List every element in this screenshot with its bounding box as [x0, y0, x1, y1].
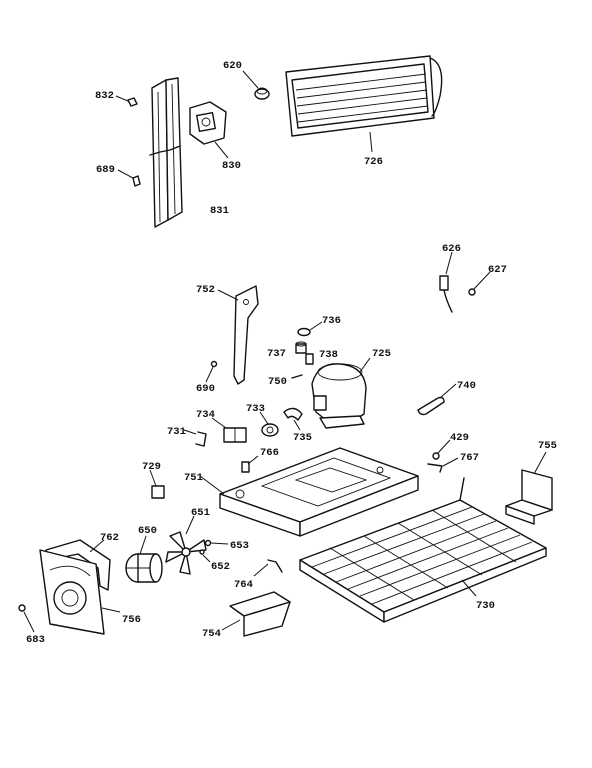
- overload-735: [283, 407, 303, 431]
- callout-729: 729: [142, 461, 161, 473]
- clamp-767: [427, 457, 459, 473]
- condenser-coil-730: [299, 477, 547, 623]
- callout-762: 762: [100, 532, 119, 544]
- callout-751: 751: [184, 472, 203, 484]
- channel-bracket-831: [149, 77, 183, 228]
- callout-650: 650: [138, 525, 157, 537]
- callout-764: 764: [234, 579, 253, 591]
- callout-429: 429: [450, 432, 469, 444]
- callout-627: 627: [488, 264, 507, 276]
- timer-830: [189, 101, 229, 159]
- relay-733: [259, 411, 279, 437]
- callout-653: 653: [230, 540, 249, 552]
- drain-pan-754: [221, 591, 291, 637]
- clip-731: [183, 429, 207, 447]
- callout-735: 735: [293, 432, 312, 444]
- screw-683: [18, 604, 35, 633]
- compressor-725: [311, 357, 371, 429]
- callout-766: 766: [260, 447, 279, 459]
- nut-652: [199, 549, 211, 563]
- spacer-738: [305, 353, 314, 365]
- callout-740: 740: [457, 380, 476, 392]
- connector-729: [149, 469, 165, 499]
- callout-755: 755: [538, 440, 557, 452]
- callout-750: 750: [268, 376, 287, 388]
- clip-766: [241, 455, 259, 473]
- fan-blade-651: [165, 515, 207, 575]
- harness-626: [439, 251, 453, 313]
- plug-620: [242, 70, 270, 100]
- screw-627: [468, 271, 491, 296]
- callout-626: 626: [442, 243, 461, 255]
- screw-750: [291, 374, 303, 379]
- clip-764: [253, 559, 283, 577]
- callout-725: 725: [372, 348, 391, 360]
- base-pan-751: [199, 447, 419, 537]
- callout-689: 689: [96, 164, 115, 176]
- fan-housing-756: [39, 549, 121, 635]
- callout-738: 738: [319, 349, 338, 361]
- callout-733: 733: [246, 403, 265, 415]
- callout-734: 734: [196, 409, 215, 421]
- callout-736: 736: [322, 315, 341, 327]
- screw-690: [205, 360, 218, 383]
- callout-726: 726: [364, 156, 383, 168]
- callout-651: 651: [191, 507, 210, 519]
- evaporator-coil-726: [285, 55, 443, 153]
- tube-740: [417, 383, 457, 416]
- callout-690: 690: [196, 383, 215, 395]
- clip-653: [204, 539, 229, 547]
- callout-labels: 832 620 726 830 689 831 626 627 752 736 …: [26, 60, 557, 646]
- screw-689: [117, 169, 141, 187]
- sleeve-737: [295, 341, 307, 354]
- callout-737: 737: [267, 348, 286, 360]
- callout-756: 756: [122, 614, 141, 626]
- callout-652: 652: [211, 561, 230, 573]
- grommet-736: [297, 321, 323, 337]
- callout-731: 731: [167, 426, 186, 438]
- callout-832: 832: [95, 90, 114, 102]
- callout-730: 730: [476, 600, 495, 612]
- screw-832: [115, 95, 138, 107]
- fan-motor-650: [125, 535, 163, 583]
- callout-683: 683: [26, 634, 45, 646]
- callout-620: 620: [223, 60, 242, 72]
- bracket-752: [217, 285, 259, 385]
- connector-734: [211, 417, 247, 443]
- bracket-755: [505, 451, 553, 525]
- callout-752: 752: [196, 284, 215, 296]
- screw-429: [432, 439, 451, 460]
- callout-767: 767: [460, 452, 479, 464]
- callout-831: 831: [210, 205, 229, 217]
- callout-830: 830: [222, 160, 241, 172]
- callout-754: 754: [202, 628, 221, 640]
